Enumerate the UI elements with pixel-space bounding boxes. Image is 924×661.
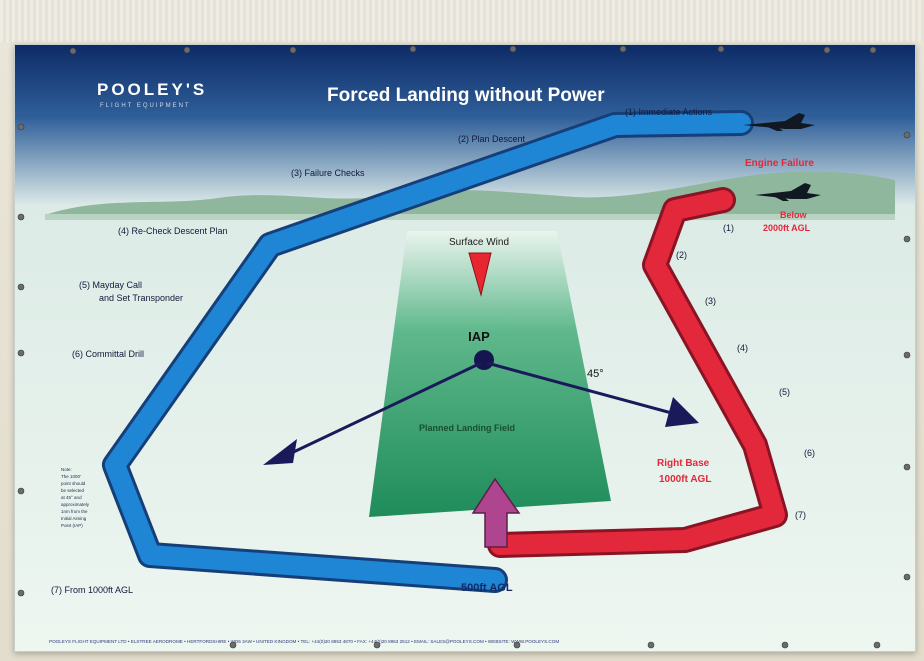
note-line: Initial Aiming — [61, 516, 87, 521]
base-step-1-label: (1) — [723, 223, 734, 233]
base-path — [490, 190, 785, 555]
note-line: Point (IAP) — [61, 523, 83, 528]
poster: POOLEY'S FLIGHT EQUIPMENT Forced Landing… — [14, 44, 916, 652]
brand-tagline: FLIGHT EQUIPMENT — [100, 103, 191, 109]
final-altitude-label: 500ft AGL — [461, 582, 513, 594]
brand-logo: POOLEY'S FLIGHT EQUIPMENT — [97, 80, 207, 109]
iap-marker — [474, 350, 494, 370]
aircraft-top-icon — [743, 113, 815, 131]
step-2-label: (2) Plan Descent — [458, 134, 526, 144]
iap-label: IAP — [468, 329, 490, 344]
right-vector-line — [486, 361, 680, 417]
base-step-3-label: (3) — [705, 296, 716, 306]
wind-arrow-icon — [468, 252, 492, 297]
footer-text: POOLEYS FLIGHT EQUIPMENT LTD • ELSTREE A… — [49, 639, 559, 644]
base-step-5-label: (5) — [779, 387, 790, 397]
ceiling — [0, 0, 924, 42]
angle-label: 45° — [587, 368, 604, 380]
step-6-label: (6) Committal Drill — [72, 349, 144, 359]
base-step-7-label: (7) — [795, 510, 806, 520]
right-vector-arrowhead — [665, 397, 699, 427]
step-5-sub-label: and Set Transponder — [99, 293, 183, 303]
note-line: Note: — [61, 467, 72, 472]
base-step-6-label: (6) — [804, 448, 815, 458]
base-step-2-label: (2) — [676, 250, 687, 260]
left-vector-line — [282, 361, 482, 459]
note-line: The 1000' — [61, 474, 81, 479]
right-base-label: Right Base — [657, 458, 710, 469]
note-line: 1nm from the — [61, 509, 88, 514]
note-line: be selected — [61, 488, 85, 493]
aircraft-failure-icon — [755, 183, 821, 201]
below-label: Below — [780, 210, 808, 220]
note-line: approximately — [61, 502, 90, 507]
poster-diagram: POOLEY'S FLIGHT EQUIPMENT Forced Landing… — [15, 45, 915, 651]
step-7-label: (7) From 1000ft AGL — [51, 585, 133, 595]
descent-path — [105, 113, 751, 590]
brand-name: POOLEY'S — [97, 80, 207, 99]
surface-wind-label: Surface Wind — [449, 237, 509, 248]
step-5-label: (5) Mayday Call — [79, 280, 142, 290]
step-4-label: (4) Re-Check Descent Plan — [118, 226, 228, 236]
poster-title: Forced Landing without Power — [327, 85, 605, 106]
note-block: Note: The 1000' point should be selected… — [61, 467, 90, 528]
field-label: Planned Landing Field — [419, 423, 515, 433]
right-base-altitude-label: 1000ft AGL — [659, 474, 711, 485]
note-line: at 45° and — [61, 495, 82, 500]
failure-altitude-label: 2000ft AGL — [763, 223, 811, 233]
note-line: point should — [61, 481, 86, 486]
engine-failure-label: Engine Failure — [745, 158, 814, 169]
step-3-label: (3) Failure Checks — [291, 168, 365, 178]
step-1-label: (1) Immediate Actions — [625, 107, 713, 117]
left-vector-arrowhead — [263, 439, 297, 465]
base-step-4-label: (4) — [737, 343, 748, 353]
mounting-screws — [17, 45, 911, 649]
final-approach-arrow-icon — [471, 477, 521, 548]
planned-landing-field — [369, 231, 611, 517]
